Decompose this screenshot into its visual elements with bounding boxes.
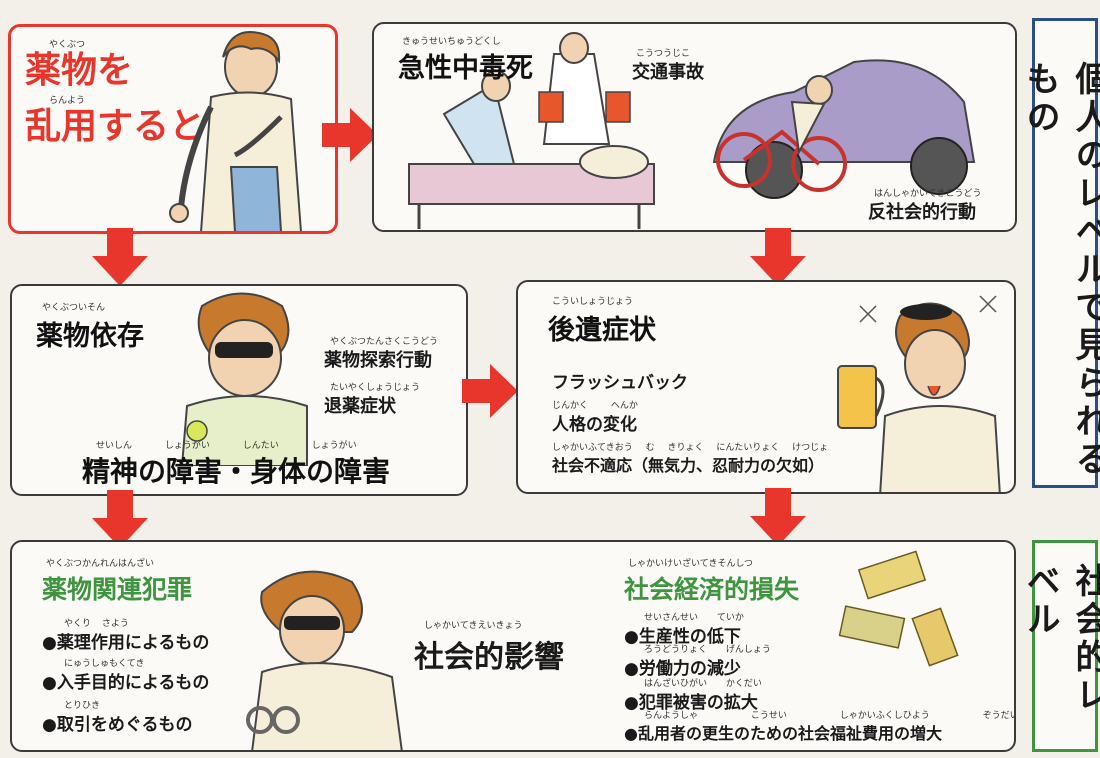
handcuffed-person-illustration [246,570,403,750]
ruby: とりひき [64,701,101,711]
arrow-down [750,488,806,546]
individual-level-text: 個人のレベルで見られるもの [1020,61,1100,479]
social-level-label: 社会的レベル [1020,540,1100,752]
arrow-right [462,364,518,418]
drug-related-crime-title: 薬物関連犯罪 [42,575,193,604]
economic-item: ●乱用者の更生のための社会福祉費用の増大 [624,724,942,743]
crime-item: ●取引をめぐるもの [42,715,193,735]
crime-item: ●入手目的によるもの [42,673,210,693]
ruby: やくり さよう [64,619,129,629]
ruby: じんかく へんか [552,401,638,411]
ruby: きゅうせいちゅうどくし [402,37,501,47]
ruby: やくぶついそん [42,303,106,313]
person-abusing-drugs-illustration [169,31,302,231]
ruby: にゅうしゅもくてき [64,659,145,669]
social-level-text: 社会的レベル [1020,563,1100,715]
economic-item: ●犯罪被害の拡大 [624,693,758,713]
acute-effects-box: きゅうせいちゅうどくし 急性中毒死 こうつうじこ 交通事故 はんしゃかいてきこう… [372,22,1017,232]
aftereffects-box: こういしょうじょう 後遺症状 フラッシュバック じんかく へんか 人格の変化 し… [516,280,1016,494]
medical-emergency-illustration [408,32,655,229]
ruby: やくぶつ [49,40,86,50]
dependence-box: やくぶついそん 薬物依存 やくぶつたんさくこうどう 薬物探索行動 たいやくしょう… [10,284,468,496]
economic-item: ●労働力の減少 [624,659,741,679]
ruby: らんようしゃ こうせい しゃかいふくしひよう ぞうだい [644,711,1016,721]
ruby: やくぶつかんれんはんざい [46,559,155,569]
crime-item: ●薬理作用によるもの [42,633,210,653]
social-impact-box: やくぶつかんれんはんざい 薬物関連犯罪 やくり さよう ●薬理作用によるもの に… [10,540,1016,752]
social-maladjustment: 社会不適応（無気力、忍耐力の欠如） [552,456,825,475]
aftereffects-title: 後遺症状 [548,315,656,346]
arrow-right [322,108,378,162]
ruby: たいやくしょうじょう [330,383,421,393]
traffic-accident: 交通事故 [632,62,704,83]
start-title-line2: 乱用すると [25,106,206,147]
mental-physical-disorder: 精神の障害・身体の障害 [82,455,391,488]
ruby: しゃかいふてきおう む きりょく にんたいりょく けつじょ [552,443,829,453]
arrow-down [92,228,148,286]
ruby: しゃかいけいざいてきそんしつ [628,559,753,569]
dependent-person-illustration [180,292,308,466]
economic-item: ●生産性の低下 [624,627,741,647]
arrow-down [92,490,148,548]
antisocial-behavior: 反社会的行動 [868,202,976,223]
start-box: やくぶつ 薬物を らんよう 乱用すると [8,24,338,234]
withdrawal-symptoms: 退薬症状 [324,396,396,417]
personality-change: 人格の変化 [552,415,637,435]
arrow-down [750,228,806,286]
start-title-line1: 薬物を [25,50,134,91]
ruby: はんしゃかいてきこうどう [874,189,982,199]
flying-money-illustration [838,550,959,667]
ruby: せいしん しょうがい しんたい しょうがい [96,441,357,451]
ruby: しゃかいてきえいきょう [424,621,523,631]
acute-poisoning-death: 急性中毒死 [398,53,533,84]
social-impact-label: 社会的影響 [414,640,564,675]
ruby: ろうどうりょく げんしょう [644,645,771,655]
ruby: こうつうじこ [636,49,691,59]
ruby: はんざいひがい かくだい [644,679,762,689]
ruby: らんよう [49,96,86,106]
dependence-title: 薬物依存 [36,321,144,352]
flashback: フラッシュバック [552,373,688,393]
ruby: やくぶつたんさくこうどう [330,337,439,347]
drug-seeking-behavior: 薬物探索行動 [324,350,432,371]
ruby: せいさんせい ていか [644,613,744,623]
hallucinating-person-with-beer-illustration [837,295,1001,492]
ruby: こういしょうじょう [552,297,634,307]
car-bicycle-accident-illustration [712,59,976,199]
individual-level-label: 個人のレベルで見られるもの [1020,18,1100,488]
socioeconomic-loss-title: 社会経済的損失 [624,575,800,604]
